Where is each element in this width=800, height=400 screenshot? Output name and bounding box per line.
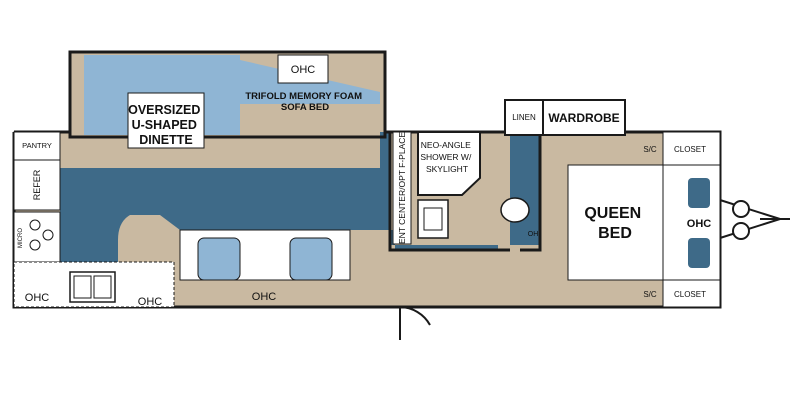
wardrobe — [542, 99, 626, 136]
ent-center-label: ENT CENTER/OPT F-PLACE — [397, 132, 407, 244]
pillow-bottom — [688, 238, 710, 268]
sink-icon — [69, 271, 116, 303]
dinette-slide-outline — [68, 50, 387, 139]
ent-center — [392, 131, 412, 245]
shower — [417, 131, 481, 196]
linen-label: LINEN — [512, 113, 536, 122]
closet-bottom — [662, 279, 721, 308]
shower-label: NEO-ANGLE SHOWER W/ SKYLIGHT — [420, 140, 473, 174]
sc-bottom-label: S/C — [643, 290, 657, 299]
pantry-label: PANTRY — [22, 141, 52, 150]
ohc-kitchen-right: OHC — [138, 296, 163, 308]
spare-tire-icon — [732, 200, 750, 240]
dinette-table — [127, 92, 205, 149]
queen-bed-label: QUEEN BED — [584, 205, 645, 242]
bath-sink-basin — [423, 207, 443, 231]
sofa-bed-label: TRIFOLD MEMORY FOAM SOFA BED — [245, 91, 364, 113]
dinette-seat-left — [84, 55, 128, 135]
dinette-seat-right — [204, 55, 240, 135]
wardrobe-label: WARDROBE — [548, 111, 619, 125]
linen-closet — [504, 99, 544, 136]
stove-burner-icon — [29, 219, 54, 251]
closet-bottom-label: CLOSET — [674, 290, 706, 299]
bath-sink — [417, 199, 449, 239]
refrigerator — [13, 159, 61, 211]
sofa-ohc-label: OHC — [291, 64, 316, 76]
toilet-icon — [500, 197, 530, 223]
closet-top-label: CLOSET — [674, 145, 706, 154]
ohc-kitchen-left: OHC — [25, 292, 50, 304]
hitch-icon — [719, 199, 790, 239]
dinette-label: OVERSIZED U-SHAPED DINETTE — [128, 103, 204, 147]
dinette-seat-back — [128, 55, 204, 93]
queen-bed — [567, 164, 664, 281]
armchair-icon — [197, 237, 333, 281]
bath-wall — [388, 132, 542, 252]
bed-ohc-label: OHC — [687, 218, 712, 230]
ohc-window-label: OHC — [252, 291, 277, 303]
pillow-top — [688, 178, 710, 208]
sofa-ohc-box — [277, 54, 329, 84]
refer-label: REFER — [32, 169, 42, 200]
micro-label: MICRO — [18, 228, 24, 248]
entry-door — [399, 306, 431, 340]
sc-top-label: S/C — [643, 145, 657, 154]
closet-top — [662, 131, 721, 166]
oh-label: OH — [528, 231, 539, 238]
